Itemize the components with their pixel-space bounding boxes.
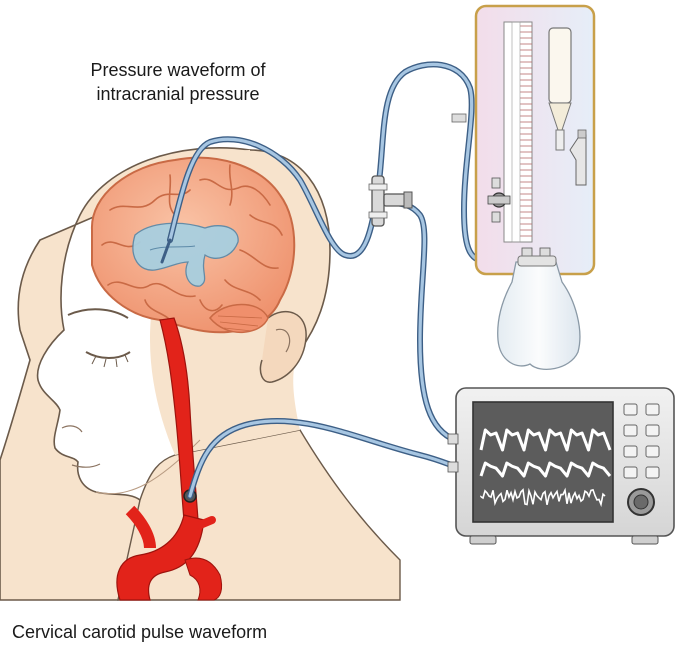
manometer-icon [474,4,596,276]
neck-shoulder [117,429,401,601]
stopcock-icon [368,175,413,227]
label-line-1: Pressure waveform of [90,60,266,80]
patient-monitor-icon [447,387,675,545]
eyebrow [67,308,129,319]
closed-eye [85,351,131,359]
label-intracranial-pressure-waveform: Pressure waveform of intracranial pressu… [48,58,308,106]
label-line-2: intracranial pressure [96,84,260,104]
label-carotid-pulse-waveform: Cervical carotid pulse waveform [12,622,268,642]
drainage-bag-icon [497,255,581,370]
monitor-buttons [623,403,660,479]
ventricles [132,222,239,287]
waveform-intracranial-pressure [479,428,612,452]
head-silhouette [0,147,253,601]
waveform-noise [480,487,606,508]
waveform-carotid-pulse [479,461,612,478]
ear [259,310,307,383]
brain [90,156,296,334]
carotid-artery [116,317,223,601]
